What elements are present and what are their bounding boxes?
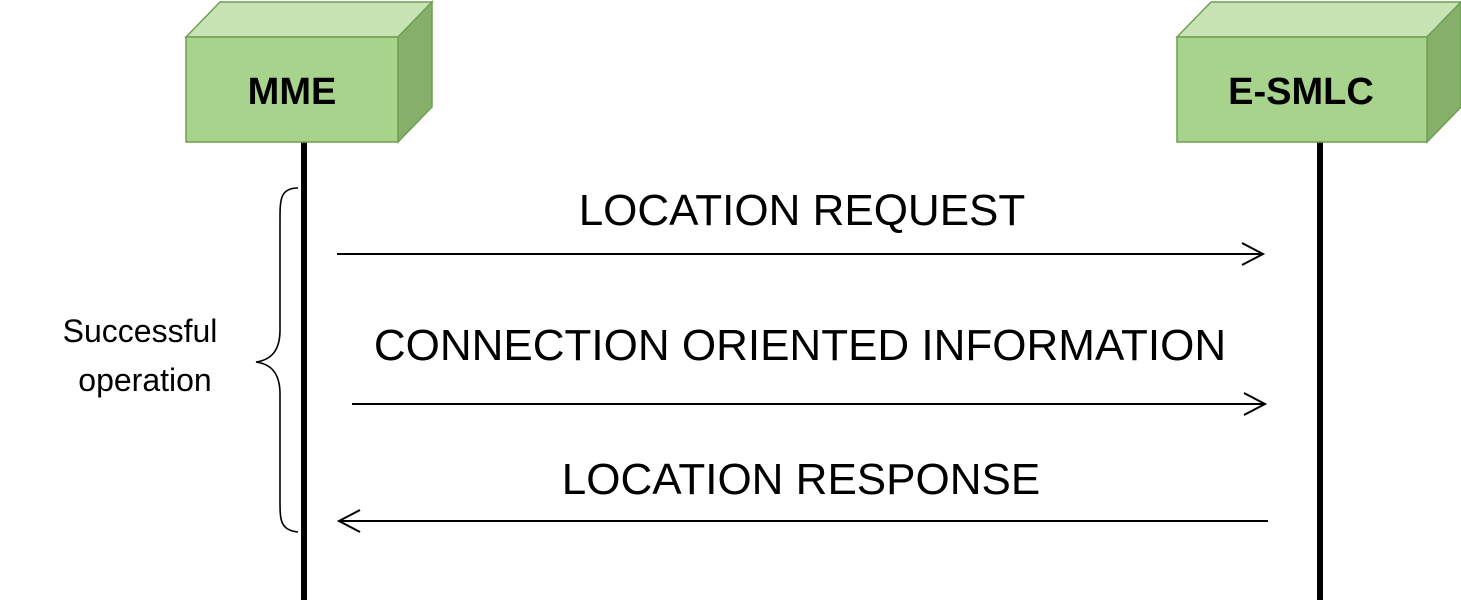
arrow-head-right-icon <box>1241 242 1266 266</box>
message-label-location-response: LOCATION RESPONSE <box>562 455 1040 504</box>
bracket-brace <box>255 187 299 533</box>
bracket-label-line2: operation <box>78 362 211 398</box>
esmlc-box-top <box>1175 1 1461 38</box>
message-label-location-request: LOCATION REQUEST <box>579 186 1026 235</box>
message-label-connection-oriented-information: CONNECTION ORIENTED INFORMATION <box>374 321 1226 370</box>
bracket-label-line1: Successful <box>63 313 218 349</box>
arrow-head-right-icon <box>1243 392 1268 416</box>
mme-box-front <box>185 36 399 143</box>
arrow-head-left-icon <box>336 509 361 533</box>
mme-box-top <box>184 1 434 38</box>
message-connection-oriented-information: CONNECTION ORIENTED INFORMATION <box>352 321 1268 416</box>
mme-box: MME <box>184 0 434 144</box>
mme-label: MME <box>248 71 337 113</box>
esmlc-box: E-SMLC <box>1175 0 1461 144</box>
message-location-response: LOCATION RESPONSE <box>336 455 1268 533</box>
esmlc-label: E-SMLC <box>1228 71 1374 113</box>
message-location-request: LOCATION REQUEST <box>337 186 1266 266</box>
esmlc-box-front <box>1176 36 1428 143</box>
